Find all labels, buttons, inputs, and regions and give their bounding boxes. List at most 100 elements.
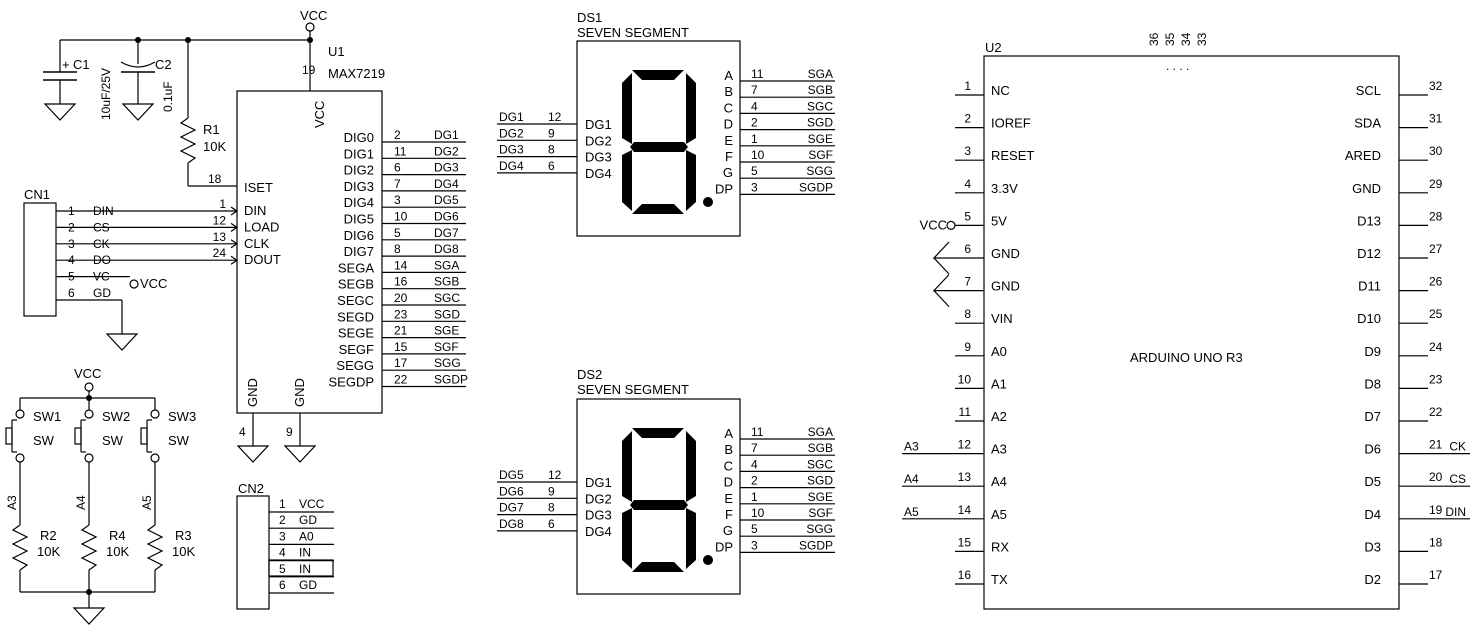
- resistor-zigzag: [80, 524, 98, 571]
- ground-symbol: [72, 607, 106, 625]
- u1-pin-number: 1: [219, 197, 226, 211]
- u2-pin-number: 21: [1429, 438, 1443, 452]
- u1-pin-number: 2: [394, 128, 401, 142]
- u2-pin-number: 1: [964, 79, 971, 93]
- display-pin-name: DG3: [585, 508, 612, 523]
- u1-pin-number: 17: [394, 356, 408, 370]
- u2-ref: U2: [985, 40, 1002, 55]
- u1-gnd-name: GND: [245, 378, 260, 407]
- segment-g: [630, 142, 688, 152]
- r1-ref: R1: [203, 122, 220, 137]
- cn2-ref: CN2: [238, 481, 264, 496]
- u2-pin-number: 22: [1429, 405, 1443, 419]
- display-net-label: SGC: [807, 99, 833, 113]
- u2-pin-number: 32: [1429, 79, 1443, 93]
- c1-value: 10uF/25V: [99, 68, 113, 120]
- display-pin-number: 8: [548, 501, 555, 515]
- cn1-vcc-terminal: [129, 279, 139, 289]
- display-net-label: DG1: [499, 110, 524, 124]
- resistor-ref: R2: [40, 528, 57, 543]
- u2-top-pin-number: 35: [1163, 32, 1177, 46]
- u1-body: [236, 90, 383, 414]
- display-net-label: DG5: [499, 468, 524, 482]
- c2-ref: C2: [155, 57, 172, 72]
- u1-pin-name: DIG5: [344, 212, 374, 227]
- power-section: VCC + C1 10uF/25V C2 0.1uF: [43, 8, 327, 187]
- u1-net-label: DG2: [434, 144, 459, 158]
- cn2-pin-number: 6: [279, 578, 286, 592]
- u2-top-pin-number: 33: [1195, 32, 1209, 46]
- u2-pin-name: 5V: [991, 213, 1007, 228]
- switch-terminal: [15, 409, 25, 419]
- display-net-label: SGD: [807, 116, 833, 130]
- u1-pin-name: SEGB: [338, 277, 374, 292]
- segment-c: [686, 150, 696, 211]
- u2-pin-number: 6: [964, 242, 971, 256]
- u1-pin-number: 14: [394, 258, 408, 272]
- display-pin-number: 11: [751, 67, 764, 81]
- u2-net-label: A4: [904, 472, 919, 486]
- u1-pin-number: 16: [394, 275, 408, 289]
- display-pin-number: 7: [751, 441, 758, 455]
- display-pin-name: A: [724, 68, 733, 83]
- display-pin-number: 12: [548, 110, 562, 124]
- u2-pin-name: IOREF: [991, 116, 1031, 131]
- u1-pin-name: DIG3: [344, 179, 374, 194]
- u2-pin-number: 14: [958, 503, 972, 517]
- u1-net-label: SGE: [434, 324, 459, 338]
- segment-d: [632, 204, 684, 214]
- u2-pin-name: A2: [991, 409, 1007, 424]
- display-pin-number: 10: [751, 148, 765, 162]
- display-pin-number: 12: [548, 468, 562, 482]
- u2-pin-name: ARED: [1345, 148, 1381, 163]
- display-pin-number: 1: [751, 132, 758, 146]
- u2-pin-number: 13: [958, 470, 972, 484]
- segment-a: [632, 428, 684, 438]
- u1-gnd-name: GND: [292, 378, 307, 407]
- display-pin-number: 4: [751, 457, 758, 471]
- display-pin-name: DG2: [585, 133, 612, 148]
- switch-type: SW: [33, 433, 55, 448]
- display-pin-name: G: [723, 165, 733, 180]
- u1-net-label: SGF: [434, 340, 459, 354]
- u2-pin-name: SCL: [1356, 83, 1381, 98]
- switch-button: [5, 427, 13, 445]
- display-net-label: DG3: [499, 143, 524, 157]
- u2-pin-number: 23: [1429, 372, 1443, 386]
- display-pin-number: 6: [548, 159, 555, 173]
- u1-iset-pin: 18: [208, 172, 222, 186]
- display-net-label: SGF: [808, 148, 833, 162]
- u1-net-label: SGD: [434, 307, 460, 321]
- display-pin-number: 7: [751, 83, 758, 97]
- display-pin-name: F: [725, 149, 733, 164]
- display-pin-name: DP: [715, 539, 733, 554]
- cn2-pin-number: 3: [279, 529, 286, 543]
- display-net-label: DG4: [499, 159, 524, 173]
- ground-symbol: [105, 333, 139, 351]
- ground-symbol: [932, 274, 955, 308]
- u2-vcc-label: VCC: [920, 217, 947, 232]
- display-pin-name: B: [724, 442, 733, 457]
- display-net-label: SGE: [808, 490, 833, 504]
- u2-pin-name: GND: [1352, 181, 1381, 196]
- display-net-label: DG7: [499, 501, 524, 515]
- c2-value: 0.1uF: [161, 81, 175, 112]
- u1-net-label: SGC: [434, 291, 460, 305]
- u1-ref: U1: [328, 44, 345, 59]
- ground-symbol: [283, 445, 317, 463]
- u2-pin-number: 7: [964, 275, 971, 289]
- u1-pin-number: 3: [394, 193, 401, 207]
- u2-pin-name: NC: [991, 83, 1010, 98]
- u2-part: ARDUINO UNO R3: [1130, 350, 1243, 365]
- r1-value: 10K: [203, 139, 226, 154]
- u2-pin-name: D12: [1357, 246, 1381, 261]
- switch-net-label: A4: [74, 495, 88, 510]
- u2-pin-name: D5: [1364, 474, 1381, 489]
- switch-terminal: [84, 409, 94, 419]
- u1-part: MAX7219: [328, 66, 385, 81]
- cn2-pin-name: GD: [299, 513, 317, 527]
